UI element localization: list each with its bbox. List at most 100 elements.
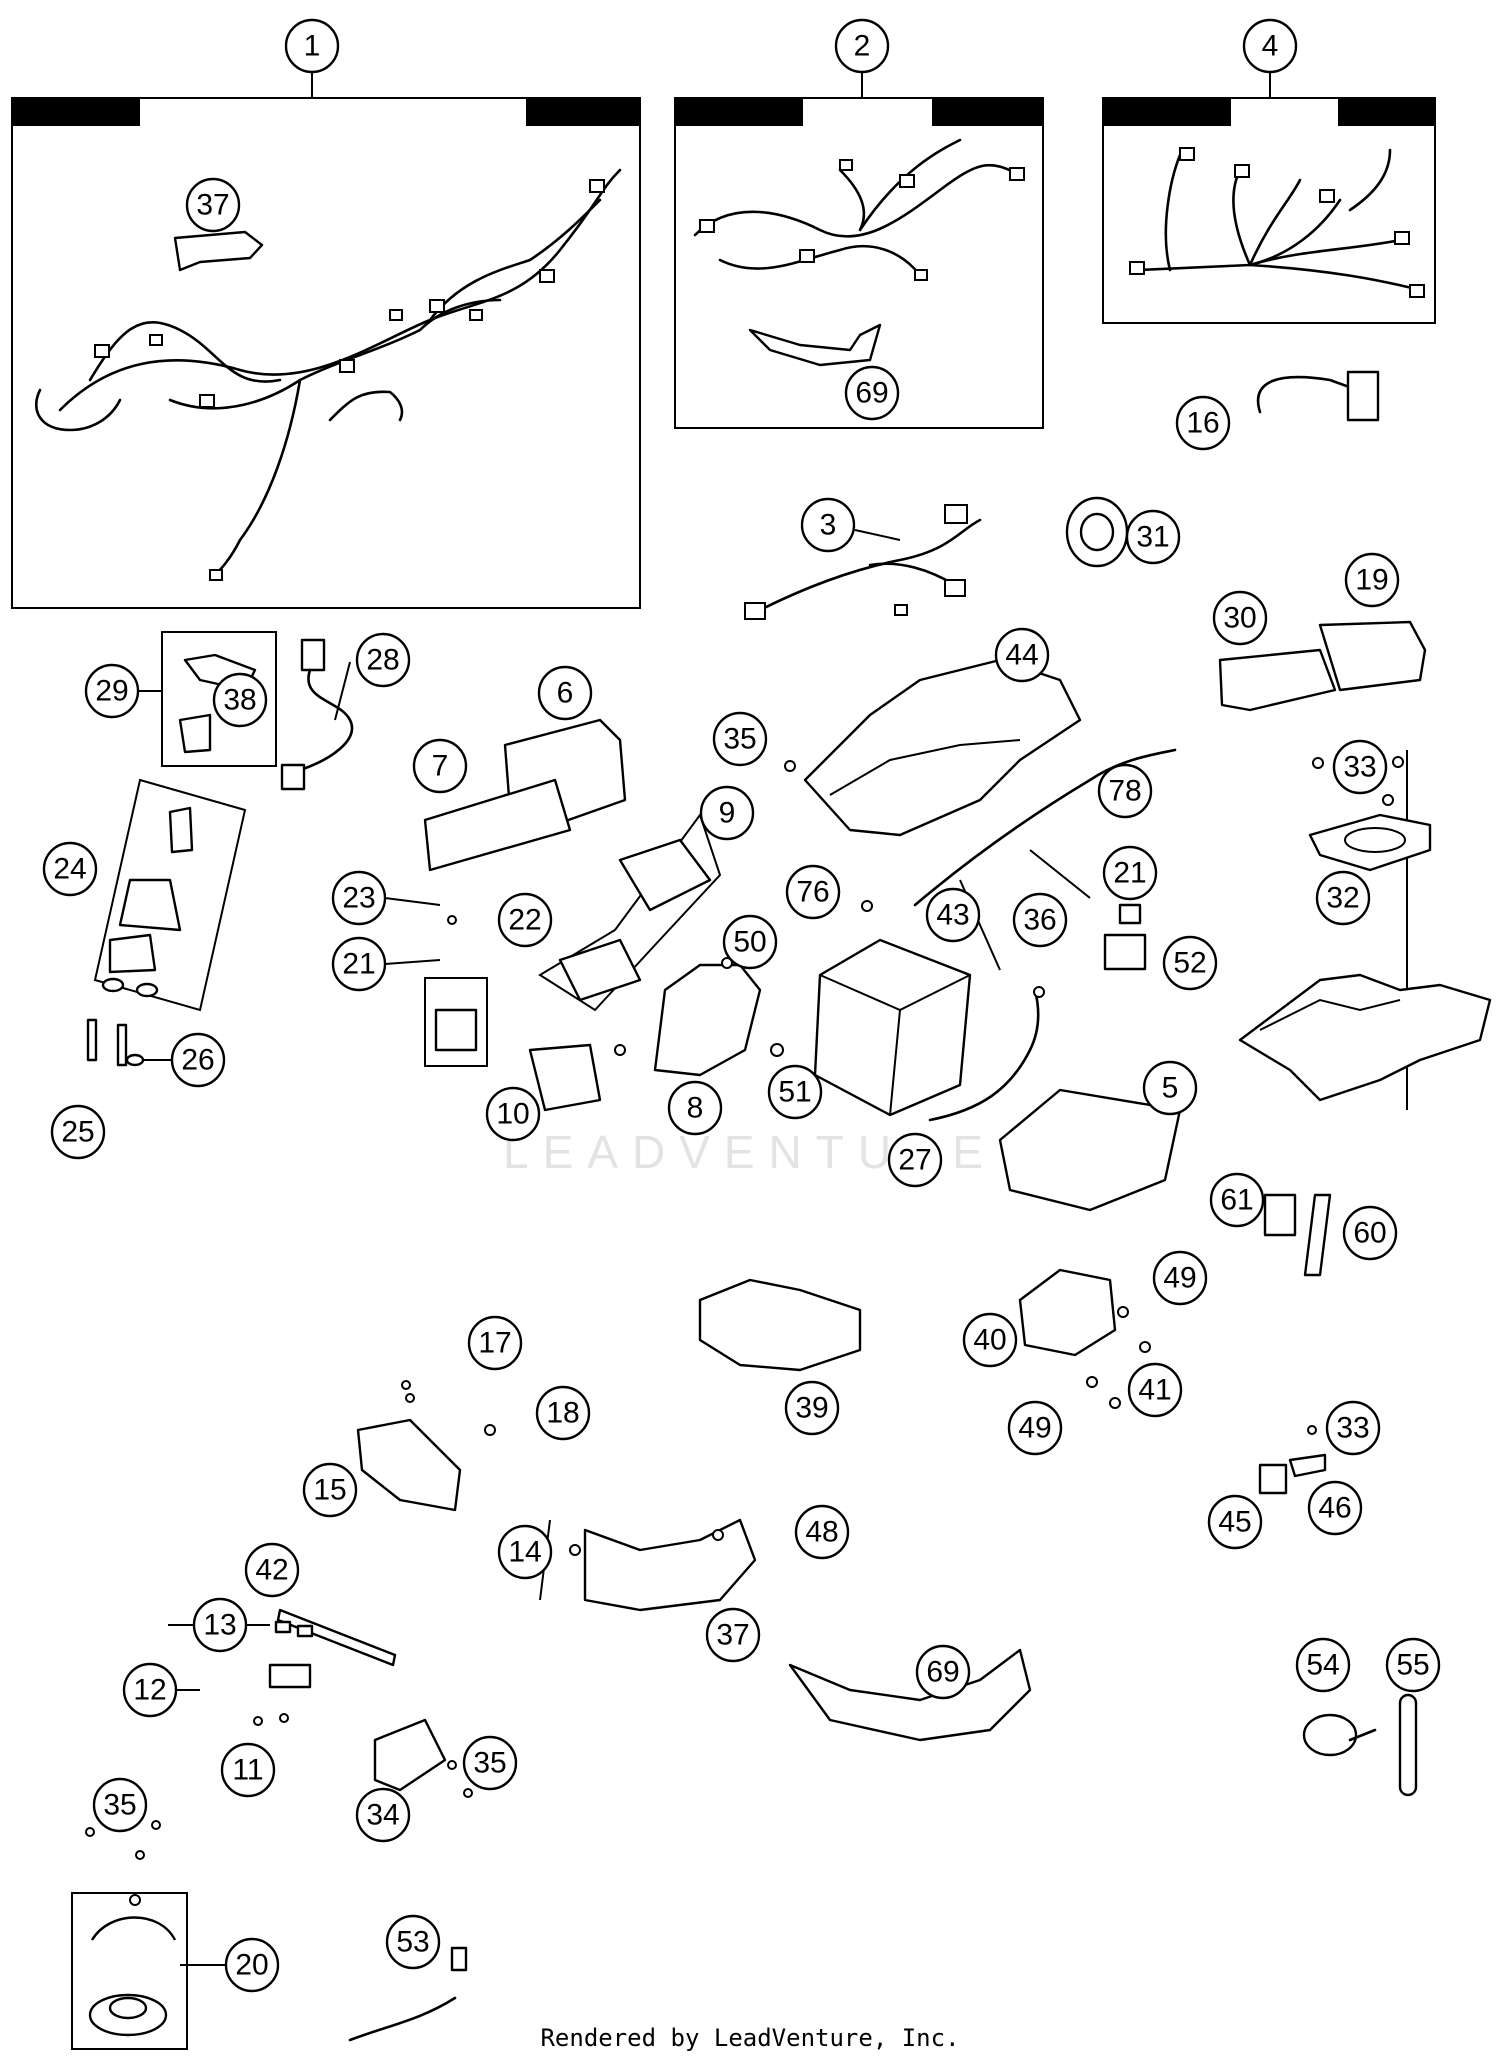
part-78-cable: [913, 748, 1177, 907]
callout-label: 22: [508, 904, 541, 937]
callout-27: 27: [887, 1132, 943, 1188]
part-8-bracket: [653, 963, 762, 1077]
callout-44: 44: [994, 627, 1050, 683]
part-60-61: [1263, 1193, 1332, 1277]
callout-55: 55: [1385, 1637, 1441, 1693]
callout-label: 69: [855, 377, 888, 410]
part-43-battery: [813, 938, 972, 1117]
callout-label: 11: [232, 1754, 263, 1787]
callout-label: 32: [1326, 882, 1359, 915]
callout-label: 35: [473, 1747, 506, 1780]
part-3-harness: [744, 504, 982, 620]
callout-label: 52: [1173, 947, 1206, 980]
callout-30: 30: [1212, 590, 1268, 646]
callout-label: 8: [687, 1092, 704, 1125]
callout-78: 78: [1097, 763, 1153, 819]
callout-label: 60: [1353, 1217, 1386, 1250]
part-39-bracket: [698, 1278, 862, 1372]
part-69-cover: [788, 1648, 1032, 1742]
callout-22: 22: [497, 892, 553, 948]
callout-label: 5: [1162, 1072, 1179, 1105]
callout-34: 34: [355, 1787, 411, 1843]
callout-label: 61: [1220, 1184, 1253, 1217]
callout-54: 54: [1295, 1637, 1351, 1693]
callout-9: 9: [699, 785, 755, 841]
callout-21a: 21: [331, 936, 387, 992]
callout-label: 20: [235, 1949, 268, 1982]
part-20-horn-group: [71, 1892, 188, 2050]
callout-label: 14: [508, 1536, 541, 1569]
callout-label: 15: [313, 1474, 346, 1507]
cable-cover-part: [173, 230, 264, 272]
footer-credit: Rendered by LeadVenture, Inc.: [540, 2024, 959, 2052]
callout-label: 41: [1138, 1374, 1171, 1407]
callout-31: 31: [1125, 509, 1181, 565]
part-12-13: [268, 1620, 314, 1689]
part-24-group: [93, 778, 247, 1012]
callout-label: 38: [223, 684, 256, 717]
callout-60: 60: [1342, 1205, 1398, 1261]
callout-label: 46: [1318, 1492, 1351, 1525]
part-37-cover: [583, 1518, 757, 1612]
part-27-cable: [928, 988, 1040, 1122]
callout-11: 11: [220, 1742, 276, 1798]
callout-41: 41: [1127, 1362, 1183, 1418]
callout-19: 19: [1344, 552, 1400, 608]
callout-label: 45: [1218, 1506, 1251, 1539]
callout-25: 25: [50, 1104, 106, 1160]
callout-label: 29: [95, 675, 128, 708]
callout-46: 46: [1307, 1480, 1363, 1536]
callout-49b: 49: [1007, 1400, 1063, 1456]
main-harness-wires: [34, 168, 622, 581]
callout-8: 8: [667, 1080, 723, 1136]
callout-label: 19: [1355, 564, 1388, 597]
part-19-box: [1318, 620, 1427, 692]
callout-label: 37: [716, 1619, 749, 1652]
callout-42: 42: [244, 1542, 300, 1598]
callout-label: 12: [133, 1674, 166, 1707]
callout-label: 39: [795, 1392, 828, 1425]
callout-label: 26: [181, 1044, 214, 1077]
part-53-sensor: [348, 1946, 468, 2042]
callout-label: 7: [432, 750, 449, 783]
callout-label: 43: [936, 899, 969, 932]
callout-label: 69: [926, 1656, 959, 1689]
callout-label: 18: [546, 1397, 579, 1430]
callout-label: 10: [496, 1098, 529, 1131]
callout-label: 54: [1306, 1649, 1339, 1682]
callout-label: 35: [103, 1789, 136, 1822]
callout-50: 50: [722, 914, 778, 970]
callout-label: 6: [557, 677, 574, 710]
box-front-wiring-harness: [674, 72, 1044, 429]
callout-label: 24: [53, 853, 86, 886]
fasteners: [85, 756, 1404, 1906]
callout-5: 5: [1142, 1060, 1198, 1116]
part-28-cable: [280, 638, 354, 791]
callout-label: 21: [1113, 857, 1146, 890]
callout-33a: 33: [1332, 739, 1388, 795]
callout-label: 33: [1343, 751, 1376, 784]
callout-label: 44: [1005, 639, 1038, 672]
callout-40: 40: [962, 1312, 1018, 1368]
callout-label: 42: [255, 1554, 288, 1587]
callout-69a: 69: [844, 365, 900, 421]
callout-label: 17: [478, 1327, 511, 1360]
callout-26: 26: [170, 1032, 226, 1088]
part-16-cable: [1256, 370, 1380, 422]
callout-33b: 33: [1325, 1400, 1381, 1456]
part-55-strap: [1398, 1693, 1418, 1797]
callout-label: 2: [854, 30, 871, 63]
callout-label: 4: [1262, 30, 1279, 63]
callout-label: 49: [1163, 1262, 1196, 1295]
callout-14: 14: [497, 1524, 553, 1580]
callout-45: 45: [1207, 1494, 1263, 1550]
callout-label: 23: [342, 882, 375, 915]
part-30-box: [1218, 648, 1337, 712]
callout-28: 28: [355, 632, 411, 688]
callout-label: 34: [366, 1799, 399, 1832]
part-52-relay: [1103, 903, 1147, 971]
box-main-wiring-harness: [11, 72, 641, 609]
callout-13: 13: [192, 1597, 248, 1653]
